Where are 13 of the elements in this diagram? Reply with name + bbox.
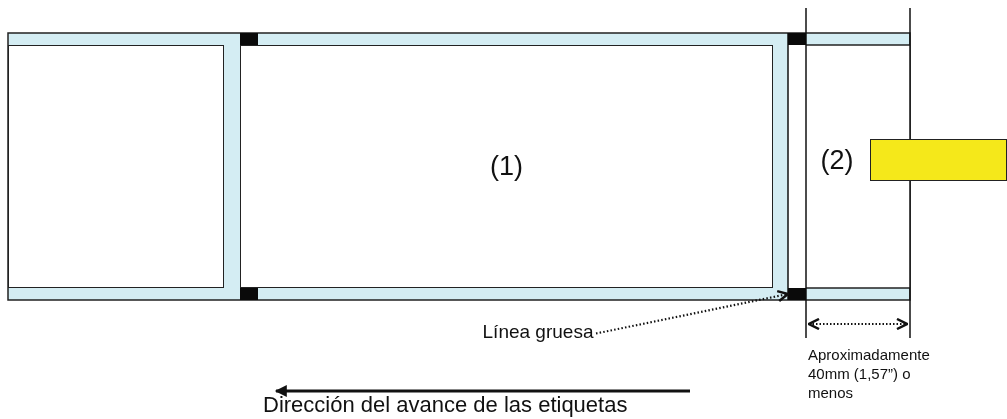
direction-text: Dirección del avance de las etiquetas [263,393,628,417]
callout-text: Línea gruesa [480,317,596,347]
label-sheet [8,45,224,288]
mark-block [240,288,258,300]
dimension-text: Aproximadamente 40mm (1,57”) o menos [808,345,931,402]
leader-line [595,289,790,335]
label-number: (2) [812,140,862,180]
mark-block [788,33,806,45]
mark-block [788,288,806,300]
mark-block [240,33,258,45]
label-sheet [240,45,773,288]
sensor-bar [870,139,1007,181]
label-number: (1) [490,151,523,182]
